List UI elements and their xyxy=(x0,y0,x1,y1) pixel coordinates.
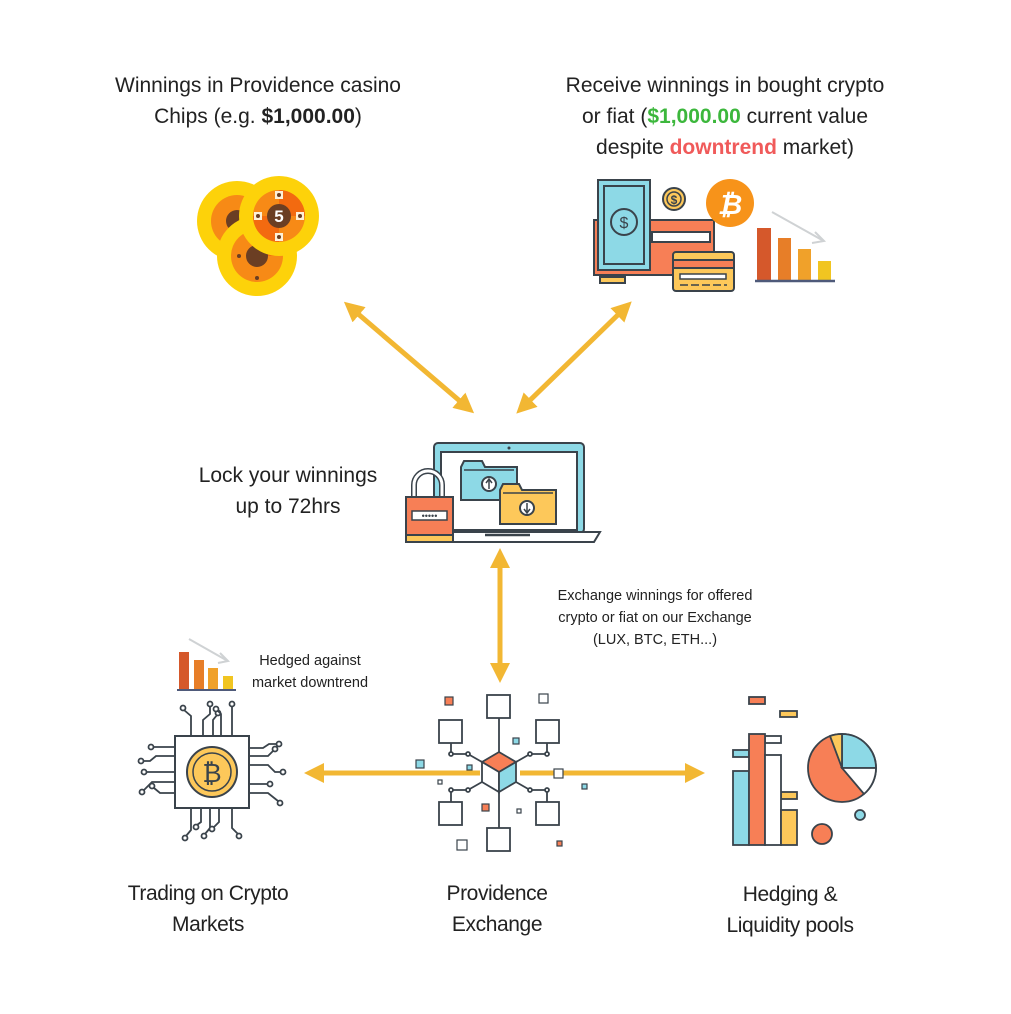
chip-front: 5 xyxy=(239,176,319,256)
svg-text:$: $ xyxy=(620,215,629,232)
hedging-line2: Liquidity pools xyxy=(726,914,854,937)
hedged-note-line1: Hedged against xyxy=(259,653,361,669)
bitcoin-icon: ₿ xyxy=(706,179,754,227)
bitcoin-chip-icon: ₿ xyxy=(137,700,287,842)
credit-card-icon xyxy=(672,251,735,292)
wallet-group-icon: $ $ xyxy=(593,179,735,292)
hedging-line1: Hedging & xyxy=(742,883,838,906)
chip-value: 5 xyxy=(274,207,283,226)
hedged-note-label: Hedged against market downtrend xyxy=(235,650,385,694)
trading-label: Trading on Crypto Markets xyxy=(98,878,318,940)
analytics-chart-icon xyxy=(732,696,877,846)
exchange-note-label: Exchange winnings for offered crypto or … xyxy=(525,585,785,651)
casino-chips-label: Winnings in Providence casino Chips (e.g… xyxy=(88,70,428,132)
casino-chips-line2-prefix: Chips (e.g. xyxy=(154,105,262,128)
casino-chips-line2: Chips (e.g. $1,000.00) xyxy=(88,101,428,132)
receive-winnings-line3-suffix: market) xyxy=(776,136,854,159)
exchange-note-line3: (LUX, BTC, ETH...) xyxy=(592,632,718,648)
hedged-downtrend-chart-icon xyxy=(177,638,236,691)
exchange-note-line1: Exchange winnings for offered xyxy=(557,588,753,604)
casino-chips-line1: Winnings in Providence casino xyxy=(115,74,401,97)
password-mask: ••••• xyxy=(422,511,438,521)
lock-winnings-line2: up to 72hrs xyxy=(235,495,341,518)
receive-winnings-amount: $1,000.00 xyxy=(647,105,741,128)
trading-line1: Trading on Crypto xyxy=(127,882,289,905)
exchange-line2: Exchange xyxy=(451,913,543,936)
exchange-line1: Providence xyxy=(446,882,548,905)
receive-winnings-label: Receive winnings in bought crypto or fia… xyxy=(535,70,915,163)
pie-chart xyxy=(807,733,877,803)
hedging-label: Hedging & Liquidity pools xyxy=(690,879,890,941)
receive-winnings-line1: Receive winnings in bought crypto xyxy=(565,74,885,97)
receive-winnings-line2-prefix: or fiat ( xyxy=(581,105,648,128)
arrow-chips-lock xyxy=(343,301,475,414)
receive-winnings-line2: or fiat ($1,000.00 current value xyxy=(535,101,915,132)
blockchain-network-icon xyxy=(415,693,588,852)
casino-chips-line2-suffix: ) xyxy=(354,105,362,128)
casino-chips-amount: $1,000.00 xyxy=(261,105,355,128)
casino-chips-icon: 5 xyxy=(197,176,319,296)
svg-text:$: $ xyxy=(671,193,678,207)
exchange-note-line2: crypto or fiat on our Exchange xyxy=(558,610,752,626)
downtrend-chart-icon xyxy=(755,211,835,283)
coin-icon: $ xyxy=(662,187,686,211)
padlock-icon: ••••• xyxy=(405,468,454,543)
receive-winnings-line2-suffix: current value xyxy=(740,105,869,128)
svg-text:₿: ₿ xyxy=(718,189,743,220)
arrow-receive-lock xyxy=(516,301,632,414)
receive-winnings-line3-prefix: despite xyxy=(596,136,670,159)
trading-line2: Markets xyxy=(172,913,244,936)
downtrend-highlight: downtrend xyxy=(669,136,777,159)
exchange-label: Providence Exchange xyxy=(397,878,597,940)
download-folder-icon xyxy=(499,483,557,525)
lock-winnings-label: Lock your winnings up to 72hrs xyxy=(178,460,398,522)
laptop-lock-icon: ••••• xyxy=(405,442,602,543)
cpu-bitcoin-symbol: ₿ xyxy=(202,758,221,788)
hedged-note-line2: market downtrend xyxy=(251,675,369,691)
lock-winnings-line1: Lock your winnings xyxy=(198,464,378,487)
banknote-icon xyxy=(597,179,651,271)
receive-winnings-line3: despite downtrend market) xyxy=(535,132,915,163)
